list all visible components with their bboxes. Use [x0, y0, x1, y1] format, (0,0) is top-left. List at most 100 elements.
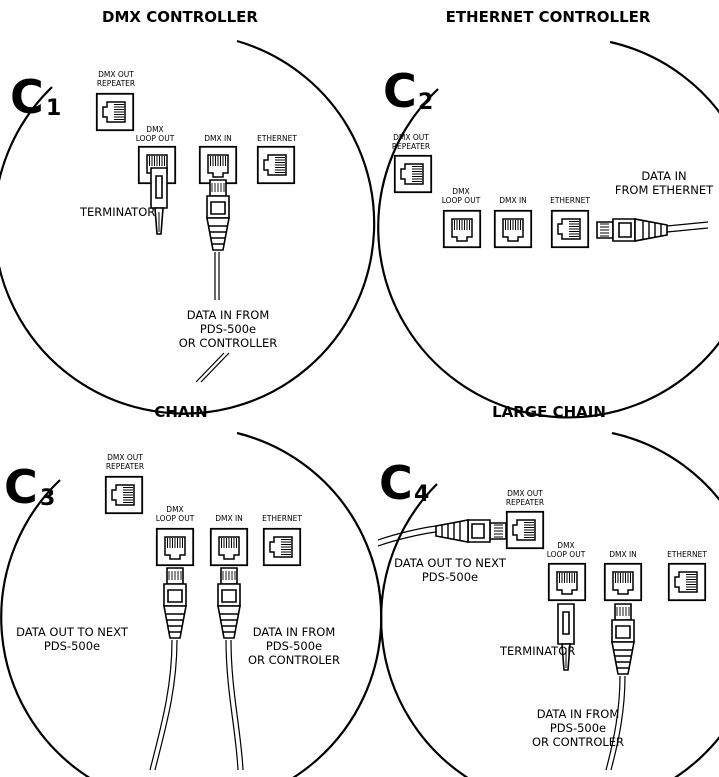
dmx-out-repeater-port: DMX OUT REPEATER — [392, 133, 433, 194]
zoom-circle — [0, 431, 383, 777]
svg-text:REPEATER: REPEATER — [106, 462, 144, 471]
svg-text:DMX: DMX — [146, 125, 163, 134]
rj45-port-icon — [198, 145, 238, 185]
rj45-port-icon — [603, 562, 643, 602]
svg-text:DMX: DMX — [166, 505, 183, 514]
svg-text:DATA IN FROM: DATA IN FROM — [537, 707, 620, 721]
svg-text:REPEATER: REPEATER — [506, 498, 544, 507]
dmx-cable-plug-icon — [206, 179, 230, 251]
dmx-in-port: DMX IN — [209, 514, 249, 567]
ethernet-port: ETHERNET — [667, 550, 707, 602]
dmx-loop-out-port: DMX LOOP OUT — [156, 505, 195, 567]
rj45-port-icon — [393, 154, 433, 194]
panel-title: LARGE CHAIN — [492, 403, 606, 421]
svg-text:3: 3 — [40, 486, 55, 511]
svg-text:DMX IN: DMX IN — [215, 514, 243, 523]
dmx-in-port: DMX IN — [493, 196, 533, 249]
svg-text:ETHERNET: ETHERNET — [257, 134, 297, 143]
panel-title: ETHERNET CONTROLLER — [446, 8, 651, 26]
dmx-out-repeater-port: DMX OUT REPEATER — [95, 70, 135, 132]
svg-text:DMX: DMX — [452, 187, 469, 196]
svg-text:C: C — [379, 456, 413, 510]
dmx-cable-plug-icon — [611, 603, 635, 675]
svg-text:DMX OUT: DMX OUT — [393, 133, 429, 142]
badge: C 3 — [4, 460, 55, 514]
svg-text:DATA OUT TO NEXT: DATA OUT TO NEXT — [394, 556, 507, 570]
svg-text:C: C — [383, 64, 417, 118]
svg-text:ETHERNET: ETHERNET — [667, 550, 707, 559]
cable — [666, 221, 709, 233]
data-out-plug-icon — [163, 567, 187, 639]
dmx-out-repeater-port: DMX OUT REPEATER — [104, 453, 144, 515]
ethernet-port: ETHERNET — [256, 134, 297, 185]
data-out-plug-icon — [435, 519, 507, 543]
cable — [149, 639, 178, 771]
svg-text:DMX OUT: DMX OUT — [107, 453, 143, 462]
terminator-label: TERMINATOR — [79, 205, 155, 219]
svg-text:PDS-500e: PDS-500e — [266, 639, 322, 653]
rj45-port-icon — [104, 475, 144, 515]
svg-text:REPEATER: REPEATER — [97, 79, 135, 88]
rj45-port-icon — [667, 562, 707, 602]
zoom-circle — [380, 431, 719, 777]
svg-text:DMX: DMX — [557, 541, 574, 550]
svg-text:4: 4 — [414, 482, 429, 507]
cable — [377, 525, 437, 547]
rj45-port-icon — [256, 145, 296, 185]
dmx-loop-out-port: DMX LOOP OUT — [442, 187, 482, 249]
svg-text:DATA IN FROM: DATA IN FROM — [253, 625, 336, 639]
ethernet-port: ETHERNET — [550, 196, 590, 249]
svg-text:DATA IN FROM: DATA IN FROM — [187, 308, 270, 322]
rj45-port-icon — [262, 527, 302, 567]
zoom-circle — [377, 40, 719, 419]
ethernet-cable-plug-icon — [596, 218, 668, 242]
svg-text:OR CONTROLER: OR CONTROLER — [248, 653, 340, 667]
svg-text:DMX IN: DMX IN — [499, 196, 527, 205]
svg-text:PDS-500e: PDS-500e — [44, 639, 100, 653]
dmx-out-repeater-port: DMX OUT REPEATER — [505, 489, 545, 550]
svg-text:LOOP OUT: LOOP OUT — [547, 550, 586, 559]
panel-title: CHAIN — [154, 403, 207, 421]
svg-text:1: 1 — [46, 96, 61, 121]
badge: C 1 — [10, 70, 61, 124]
cable — [195, 352, 230, 383]
svg-text:2: 2 — [418, 90, 433, 115]
svg-text:DMX IN: DMX IN — [204, 134, 232, 143]
badge: C 4 — [379, 456, 429, 510]
svg-text:LOOP OUT: LOOP OUT — [136, 134, 175, 143]
ethernet-port: ETHERNET — [262, 514, 302, 567]
svg-text:DMX OUT: DMX OUT — [98, 70, 134, 79]
rj45-port-icon — [95, 92, 135, 132]
svg-text:C: C — [10, 70, 44, 124]
rj45-port-icon — [493, 209, 533, 249]
dmx-in-port: DMX IN — [198, 134, 238, 185]
svg-text:C: C — [4, 460, 38, 514]
zoom-circle — [0, 39, 376, 415]
svg-text:DATA IN: DATA IN — [641, 169, 686, 183]
svg-text:PDS-500e: PDS-500e — [550, 721, 606, 735]
svg-text:FROM ETHERNET: FROM ETHERNET — [615, 183, 714, 197]
panel-dmx-controller: DMX CONTROLLER C 1 DMX OUT REPEATER DMX … — [0, 8, 376, 415]
rj45-port-icon — [547, 562, 587, 602]
rj45-port-icon — [209, 527, 249, 567]
svg-text:DMX IN: DMX IN — [609, 550, 637, 559]
cable — [214, 252, 220, 300]
svg-text:REPEATER: REPEATER — [392, 142, 430, 151]
badge: C 2 — [383, 64, 433, 118]
svg-text:PDS-500e: PDS-500e — [200, 322, 256, 336]
terminator-plug-icon — [150, 167, 168, 235]
dmx-in-port: DMX IN — [603, 550, 643, 602]
dmx-loop-out-port: DMX LOOP OUT — [547, 541, 587, 602]
panel-chain: CHAIN C 3 DMX OUT REPEATER DMX LOOP OUT … — [0, 403, 383, 777]
svg-text:DATA OUT TO NEXT: DATA OUT TO NEXT — [16, 625, 129, 639]
cable — [225, 639, 244, 771]
svg-text:ETHERNET: ETHERNET — [262, 514, 302, 523]
dmx-loop-out-port: DMX LOOP OUT — [136, 125, 177, 185]
terminator-plug-icon — [557, 603, 575, 671]
svg-text:LOOP OUT: LOOP OUT — [156, 514, 195, 523]
panel-ethernet-controller: ETHERNET CONTROLLER C 2 DMX OUT REPEATER… — [377, 8, 719, 419]
rj45-port-icon — [505, 510, 545, 550]
svg-text:PDS-500e: PDS-500e — [422, 570, 478, 584]
rj45-port-icon — [442, 209, 482, 249]
